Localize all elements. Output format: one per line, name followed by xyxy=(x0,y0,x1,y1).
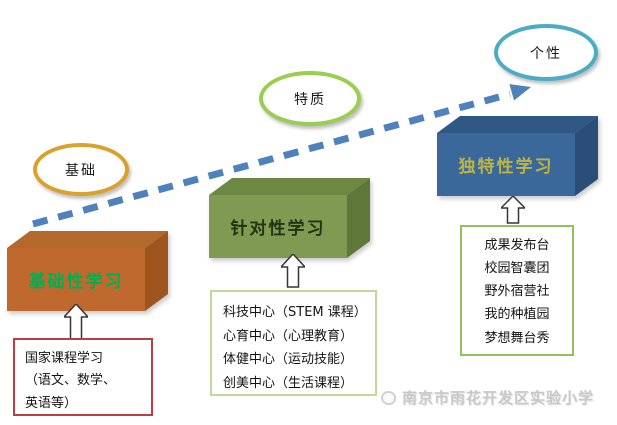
cube1-front-face xyxy=(7,248,145,311)
up-arrow-icon xyxy=(281,254,305,288)
cube1-label: 基础性学习 xyxy=(28,272,124,292)
detail-line: 体健中心（运动技能） xyxy=(223,352,354,368)
detail-line: 创美中心（生活课程） xyxy=(223,375,354,391)
detail-line: 梦想舞台秀 xyxy=(484,330,550,346)
trend-line xyxy=(32,90,511,228)
detail-line: 心育中心（心理教育） xyxy=(223,328,354,344)
bubble-foundation-label: 基础 xyxy=(65,162,97,179)
detail-line: 野外宿营社 xyxy=(484,284,550,300)
detail-line: 校园智囊团 xyxy=(484,261,550,277)
cube1-top-face xyxy=(7,231,168,248)
up-arrow-icon xyxy=(64,304,88,340)
cube-targeted-learning: 针对性学习 xyxy=(209,178,370,258)
detail-box-activities: 成果发布台 校园智囊团 野外宿营社 我的种植园 梦想舞台秀 xyxy=(460,225,574,356)
cube3-side-face xyxy=(575,116,598,196)
watermark: 南京市雨花开发区实验小学 xyxy=(381,387,594,408)
bubble-trait-label: 特质 xyxy=(294,91,326,108)
cube3-top-face xyxy=(437,116,598,133)
detail-box-national-curriculum: 国家课程学习 （语文、数学、 英语等） xyxy=(13,338,153,416)
detail-line: 科技中心（STEM 课程） xyxy=(223,305,367,320)
bubble-personality: 个性 xyxy=(494,24,598,81)
bubble-personality-label: 个性 xyxy=(530,45,562,62)
detail-line: （语文、数学、 xyxy=(25,373,117,389)
cube2-top-face xyxy=(209,178,370,195)
detail-line: 英语等） xyxy=(25,395,78,411)
cube2-side-face xyxy=(347,178,370,258)
cube2-front-face xyxy=(209,195,347,258)
detail-line: 我的种植园 xyxy=(484,307,550,323)
cube3-label: 独特性学习 xyxy=(458,157,554,177)
cube-foundational-learning: 基础性学习 xyxy=(7,231,168,311)
cube2-label: 针对性学习 xyxy=(230,219,326,239)
detail-line: 国家课程学习 xyxy=(25,351,104,366)
up-arrow-icon xyxy=(501,196,525,224)
cube-unique-learning: 独特性学习 xyxy=(437,116,598,196)
watermark-text: 南京市雨花开发区实验小学 xyxy=(402,389,595,407)
bubble-foundation: 基础 xyxy=(33,143,129,196)
school-logo-icon xyxy=(381,390,396,405)
cube3-front-face xyxy=(437,133,575,196)
bubble-trait: 特质 xyxy=(259,71,361,126)
detail-box-centers: 科技中心（STEM 课程） 心育中心（心理教育） 体健中心（运动技能） 创美中心… xyxy=(210,290,377,396)
detail-line: 成果发布台 xyxy=(484,238,550,253)
trend-arrowhead xyxy=(509,84,531,101)
cube1-side-face xyxy=(145,231,168,311)
